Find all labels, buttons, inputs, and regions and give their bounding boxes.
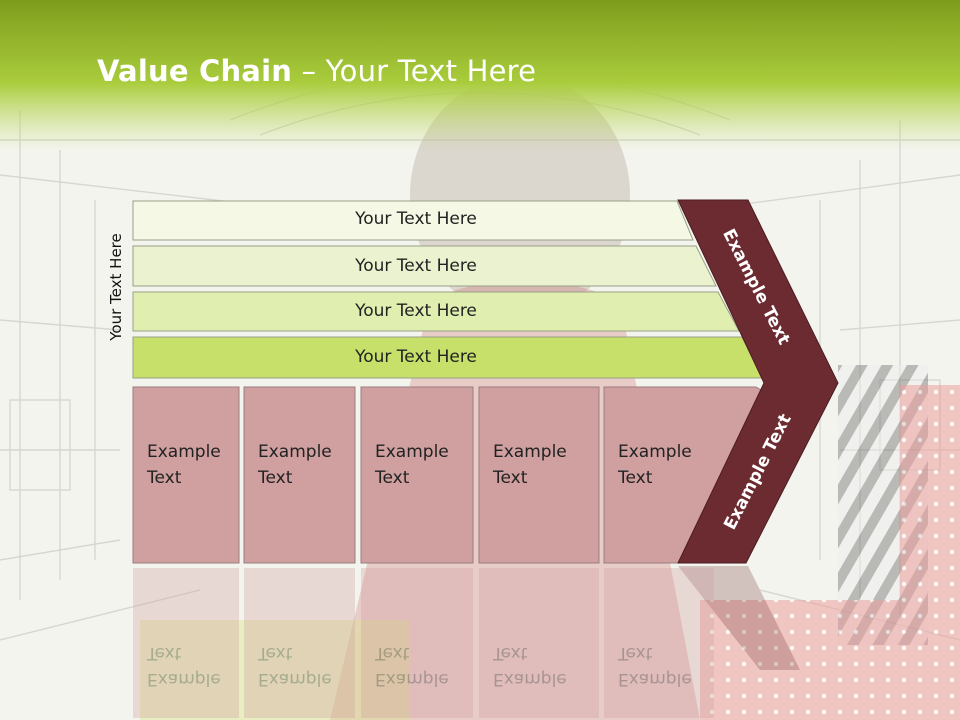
chevron-reflection bbox=[678, 566, 800, 670]
primary-box-1-shape bbox=[132, 386, 240, 564]
row-2-label: Your Text Here bbox=[355, 256, 477, 276]
activity-row-2 bbox=[132, 245, 717, 287]
activity-row-1 bbox=[132, 200, 694, 241]
primary-box-3-shape bbox=[360, 386, 474, 564]
activity-row-3 bbox=[132, 291, 740, 332]
row-4-label: Your Text Here bbox=[355, 347, 477, 367]
title-bold: Value Chain bbox=[97, 54, 293, 88]
row-1-label: Your Text Here bbox=[355, 209, 477, 229]
page-title: Value Chain – Your Text Here bbox=[97, 54, 536, 88]
primary-box-2-shape bbox=[243, 386, 356, 564]
side-label: Your Text Here bbox=[107, 233, 125, 341]
primary-box-4-shape bbox=[478, 386, 600, 564]
row-3-label: Your Text Here bbox=[355, 301, 477, 321]
title-rest: – Your Text Here bbox=[292, 54, 537, 88]
chevron-shape bbox=[677, 199, 839, 564]
